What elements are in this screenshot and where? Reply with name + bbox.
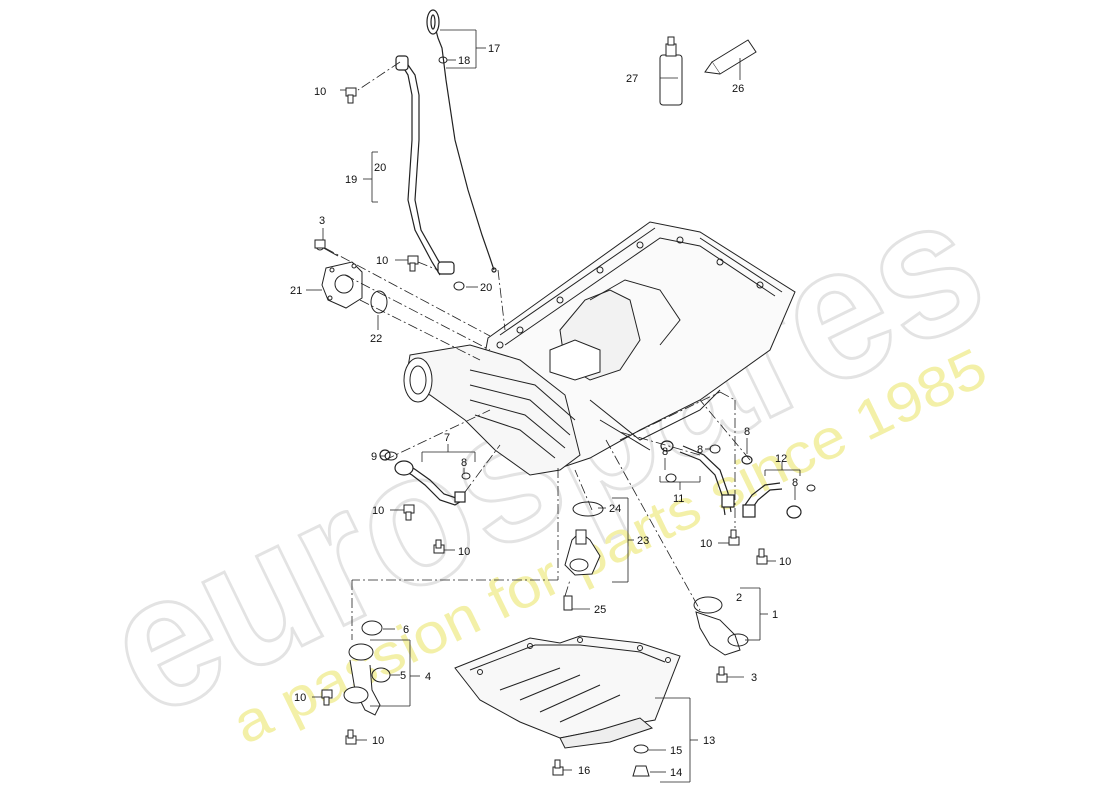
bolt-icon	[433, 539, 445, 554]
callout-27: 27	[626, 73, 638, 85]
flange-gasket-icon	[370, 290, 388, 314]
oil-filler-neck	[343, 620, 391, 716]
dipstick	[426, 9, 497, 273]
callout-8: 8	[744, 426, 750, 438]
callout-10: 10	[376, 255, 388, 267]
callout-15: 15	[670, 745, 682, 757]
oil-pickup-assembly	[563, 501, 604, 611]
bolt-icon	[345, 729, 357, 745]
oil-spray-bottle	[659, 36, 683, 106]
callout-3: 3	[751, 672, 757, 684]
callout-18: 18	[458, 55, 470, 67]
leader-lines	[306, 29, 801, 783]
flange-cover	[315, 241, 363, 309]
callout-9: 9	[371, 451, 377, 463]
oil-pipe-12	[741, 455, 802, 519]
callout-21: 21	[290, 285, 302, 297]
callout-6: 6	[403, 624, 409, 636]
callout-24: 24	[609, 503, 621, 515]
callout-10: 10	[294, 692, 306, 704]
oil-level-sensor	[693, 596, 749, 656]
callout-8: 8	[461, 457, 467, 469]
callout-25: 25	[594, 604, 606, 616]
callout-10: 10	[372, 505, 384, 517]
callout-10: 10	[700, 538, 712, 550]
callout-16: 16	[578, 765, 590, 777]
callout-12: 12	[775, 453, 787, 465]
bolt-icon	[716, 666, 728, 683]
oil-pan-upper-assembly	[403, 221, 796, 476]
sealant-tube	[704, 39, 757, 75]
bolt-icon	[728, 529, 740, 546]
callouts: 17 18 10 20 19 3 10 20 21 22 27 26 7 9 8…	[290, 43, 798, 779]
bolt-icon	[314, 239, 326, 249]
callout-10: 10	[372, 735, 384, 747]
callout-17: 17	[488, 43, 500, 55]
bolt-icon	[403, 504, 415, 521]
callout-10: 10	[458, 546, 470, 558]
callout-2: 2	[736, 592, 742, 604]
bolt-icon	[756, 548, 768, 565]
oil-pipe-11	[660, 440, 735, 516]
callout-22: 22	[370, 333, 382, 345]
callout-3: 3	[319, 215, 325, 227]
callout-8: 8	[697, 444, 703, 456]
bolt-icon	[552, 759, 564, 776]
bolt-icon	[407, 255, 419, 272]
bolt-icon	[321, 689, 333, 706]
callout-4: 4	[425, 671, 431, 683]
callout-7: 7	[444, 432, 450, 444]
callout-10: 10	[779, 556, 791, 568]
assembly-lines	[324, 61, 751, 640]
callout-13: 13	[703, 735, 715, 747]
bolt-icon	[345, 87, 357, 104]
callout-11: 11	[673, 493, 684, 505]
callout-23: 23	[637, 535, 649, 547]
dipstick-guide-tube	[395, 55, 455, 276]
callout-20: 20	[480, 282, 492, 294]
callout-20: 20	[374, 162, 386, 174]
callout-1: 1	[772, 609, 778, 621]
callout-14: 14	[670, 767, 682, 779]
callout-8: 8	[792, 477, 798, 489]
callout-19: 19	[345, 174, 357, 186]
oil-pan-lower	[454, 635, 681, 749]
callout-10: 10	[314, 86, 326, 98]
callout-5: 5	[400, 670, 406, 682]
oil-return-pipe	[379, 449, 466, 506]
bolts	[314, 87, 768, 776]
callout-26: 26	[732, 83, 744, 95]
seals	[384, 56, 816, 777]
callout-8: 8	[662, 446, 668, 458]
